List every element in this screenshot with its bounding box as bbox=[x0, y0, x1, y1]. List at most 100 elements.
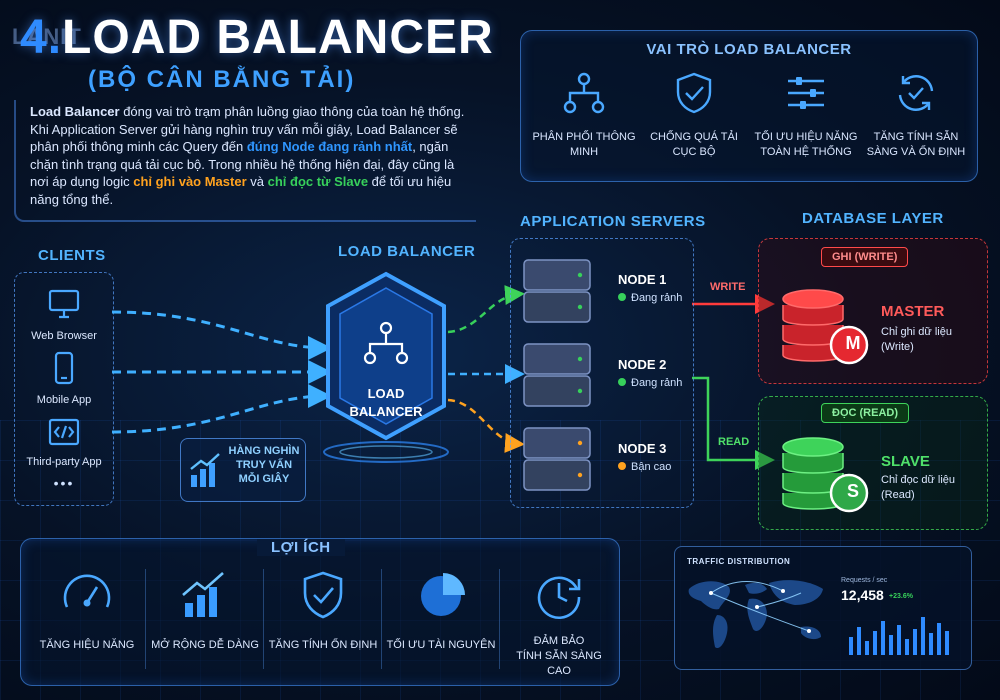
status-dot bbox=[618, 293, 626, 301]
benefit-label: ĐẢM BẢO TÍNH SẴN SÀNG CAO bbox=[503, 634, 615, 679]
node-status: Bận cao bbox=[618, 461, 671, 473]
slave-desc: Chỉ đọc dữ liệu (Read) bbox=[881, 473, 955, 503]
slave-db-panel: ĐỌC (READ) S SLAVE Chỉ đọc dữ liệu (Read… bbox=[758, 396, 988, 530]
lb-label-line: LOAD bbox=[367, 386, 405, 401]
server-icon bbox=[523, 343, 591, 407]
requests-note-line: TRUY VẤN bbox=[235, 459, 293, 471]
client-web-browser: Web Browser bbox=[15, 287, 113, 342]
role-item-distribution: PHÂN PHỐI THÔNG MINH bbox=[529, 71, 639, 160]
distribution-tree-icon bbox=[563, 72, 605, 114]
benefit-label-line: TÍNH SẴN SÀNG CAO bbox=[516, 650, 602, 677]
title-number: 4. bbox=[20, 11, 63, 64]
divider bbox=[263, 569, 264, 669]
more-icon: ••• bbox=[53, 475, 75, 491]
page-subtitle: (BỘ CÂN BẰNG TẢI) bbox=[88, 66, 356, 93]
distribution-tree-icon bbox=[363, 321, 409, 365]
benefit-stability: TĂNG TÍNH ỔN ĐỊNH bbox=[267, 569, 379, 653]
growth-chart-icon bbox=[190, 453, 220, 487]
traffic-widget: TRAFFIC DISTRIBUTION Requests / sec 12,4… bbox=[674, 546, 972, 670]
master-desc: Chỉ ghi dữ liệu (Write) bbox=[881, 325, 952, 355]
growth-chart-icon bbox=[182, 572, 224, 617]
mobile-icon bbox=[54, 351, 74, 385]
node-name: NODE 1 bbox=[618, 272, 667, 287]
benefit-resources: TỐI ƯU TÀI NGUYÊN bbox=[385, 569, 497, 653]
lb-node-label: LOAD BALANCER bbox=[346, 385, 426, 421]
traffic-metric-label: Requests / sec bbox=[841, 577, 888, 584]
client-label: Third-party App bbox=[26, 456, 102, 468]
traffic-bars bbox=[849, 617, 949, 655]
database-heading: DATABASE LAYER bbox=[802, 210, 944, 227]
load-balancer-node bbox=[323, 271, 449, 463]
brand-logo: LANIT bbox=[12, 24, 82, 49]
clients-panel: Web Browser Mobile App Third-party App •… bbox=[14, 272, 114, 506]
benefit-label: TỐI ƯU TÀI NGUYÊN bbox=[386, 639, 496, 651]
role-item-availability: TĂNG TÍNH SẴN SÀNG VÀ ỔN ĐỊNH bbox=[861, 71, 971, 160]
speedometer-icon bbox=[63, 574, 111, 608]
requests-note-text: HÀNG NGHÌN TRUY VẤN MỖI GIÂY bbox=[226, 444, 302, 486]
node-status-text: Đang rảnh bbox=[631, 377, 683, 389]
client-third-party: Third-party App bbox=[15, 417, 113, 468]
server-icon bbox=[523, 259, 591, 323]
write-label: WRITE bbox=[710, 281, 746, 293]
benefit-label: TĂNG TÍNH ỔN ĐỊNH bbox=[268, 639, 378, 651]
status-dot bbox=[618, 378, 626, 386]
flow-line bbox=[111, 310, 332, 360]
node-name: NODE 2 bbox=[618, 357, 667, 372]
roles-title: VAI TRÒ LOAD BALANCER bbox=[646, 41, 852, 58]
traffic-metric-value: 12,458 bbox=[841, 587, 884, 603]
benefit-scalability: MỞ RỘNG DỄ DÀNG bbox=[149, 569, 261, 653]
database-icon bbox=[782, 437, 869, 513]
master-name: MASTER bbox=[881, 303, 945, 320]
read-arrow bbox=[692, 376, 775, 470]
client-label: Web Browser bbox=[31, 330, 97, 342]
node-3: NODE 3 Bận cao bbox=[618, 441, 671, 473]
node-1: NODE 1 Đang rảnh bbox=[618, 272, 682, 304]
intro-text-4: để tối ưu hiệu năng tổng thể. bbox=[30, 174, 452, 207]
requests-note-line: HÀNG NGHÌN bbox=[228, 445, 300, 457]
requests-note-line: MỖI GIÂY bbox=[238, 473, 290, 485]
role-item-anti-overload: CHỐNG QUÁ TẢI CỤC BỘ bbox=[639, 71, 749, 160]
database-icon bbox=[782, 289, 869, 365]
shield-check-icon bbox=[676, 72, 712, 114]
monitor-icon bbox=[48, 289, 80, 319]
title-text: LOAD BALANCER bbox=[62, 11, 494, 64]
intro-highlight-slave: chỉ đọc từ Slave bbox=[267, 174, 369, 190]
benefit-performance: TĂNG HIỆU NĂNG bbox=[31, 569, 143, 653]
requests-note-box bbox=[180, 438, 306, 502]
lb-label-line: BALANCER bbox=[349, 404, 423, 419]
benefits-panel: LỢI ÍCH TĂNG HIỆU NĂNG MỞ RỘNG DỄ DÀNG T… bbox=[20, 538, 620, 686]
shield-check-icon bbox=[303, 571, 343, 619]
role-label: TỐI ƯU HIỆU NĂNG TOÀN HỆ THỐNG bbox=[754, 131, 858, 158]
role-item-optimize: TỐI ƯU HIỆU NĂNG TOÀN HỆ THỐNG bbox=[751, 71, 861, 160]
client-flow-lines bbox=[111, 310, 332, 434]
refresh-check-icon bbox=[898, 75, 934, 111]
read-label: READ bbox=[718, 436, 750, 448]
code-icon bbox=[48, 418, 80, 446]
divider bbox=[145, 569, 146, 669]
master-badge: M bbox=[845, 333, 861, 353]
roles-panel: VAI TRÒ LOAD BALANCER PHÂN PHỐI THÔNG MI… bbox=[520, 30, 978, 182]
lb-to-node3-line bbox=[447, 398, 525, 453]
clock-refresh-icon bbox=[537, 576, 581, 620]
world-map-icon bbox=[688, 580, 823, 649]
server-stack-icons bbox=[523, 259, 591, 491]
client-mobile-app: Mobile App bbox=[15, 351, 113, 406]
slave-desc-line: (Read) bbox=[881, 489, 915, 501]
divider bbox=[499, 569, 500, 669]
role-label: PHÂN PHỐI THÔNG MINH bbox=[532, 131, 636, 158]
intro-text-3: và bbox=[246, 174, 268, 190]
node-status: Đang rảnh bbox=[618, 377, 682, 389]
lb-heading: LOAD BALANCER bbox=[338, 243, 476, 260]
slave-badge: S bbox=[846, 481, 859, 501]
node-status-text: Đang rảnh bbox=[631, 292, 683, 304]
master-desc-line: (Write) bbox=[881, 341, 914, 353]
traffic-metric-change: +23.6% bbox=[889, 593, 913, 600]
intro-frame bbox=[14, 100, 476, 222]
intro-paragraph: Load Balancer đóng vai trò trạm phân luồ… bbox=[30, 103, 470, 209]
read-pill: ĐỌC (READ) bbox=[821, 403, 909, 423]
intro-highlight-master: chỉ ghi vào Master bbox=[133, 174, 247, 190]
intro-text-2: , ngăn chặn tình trạng quá tải cục bộ. T… bbox=[30, 139, 455, 190]
benefit-label: TĂNG HIỆU NĂNG bbox=[39, 639, 135, 651]
app-servers-panel bbox=[510, 238, 694, 508]
